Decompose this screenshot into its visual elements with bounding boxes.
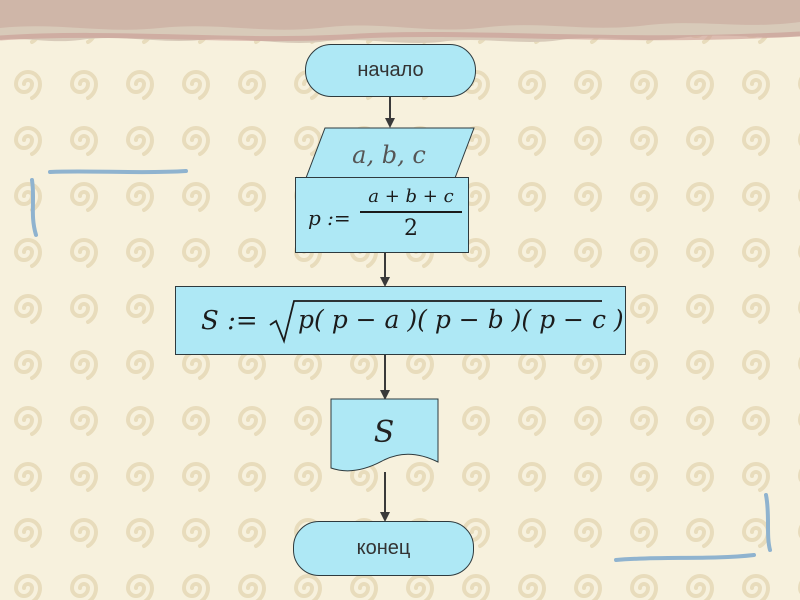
s-assign-lhs: S :=	[201, 306, 258, 336]
end-terminator: конец	[293, 521, 474, 576]
p-denominator: 2	[404, 215, 418, 241]
input-vars-text: a, b, c	[352, 141, 426, 169]
output-block: S	[330, 398, 439, 472]
start-label: начало	[357, 59, 424, 81]
process-p-block: p := a + b + c 2	[295, 177, 469, 253]
bracket-bottom-right	[614, 493, 772, 562]
end-label: конец	[356, 537, 411, 559]
start-terminator: начало	[305, 44, 476, 97]
p-fraction: a + b + c 2	[358, 186, 464, 242]
input-block: a, b, c	[305, 127, 475, 179]
p-numerator: a + b + c	[368, 186, 454, 207]
s-radicand: p( p − a )( p − b )( p − c )	[298, 305, 624, 334]
bracket-top-left	[30, 169, 188, 237]
sqrt-radical-sign	[269, 300, 602, 344]
p-assign-lhs: p :=	[308, 206, 351, 230]
output-var-text: S	[374, 415, 395, 450]
process-s-block: S := p( p − a )( p − b )( p − c )	[175, 286, 626, 355]
fraction-bar	[360, 211, 462, 213]
